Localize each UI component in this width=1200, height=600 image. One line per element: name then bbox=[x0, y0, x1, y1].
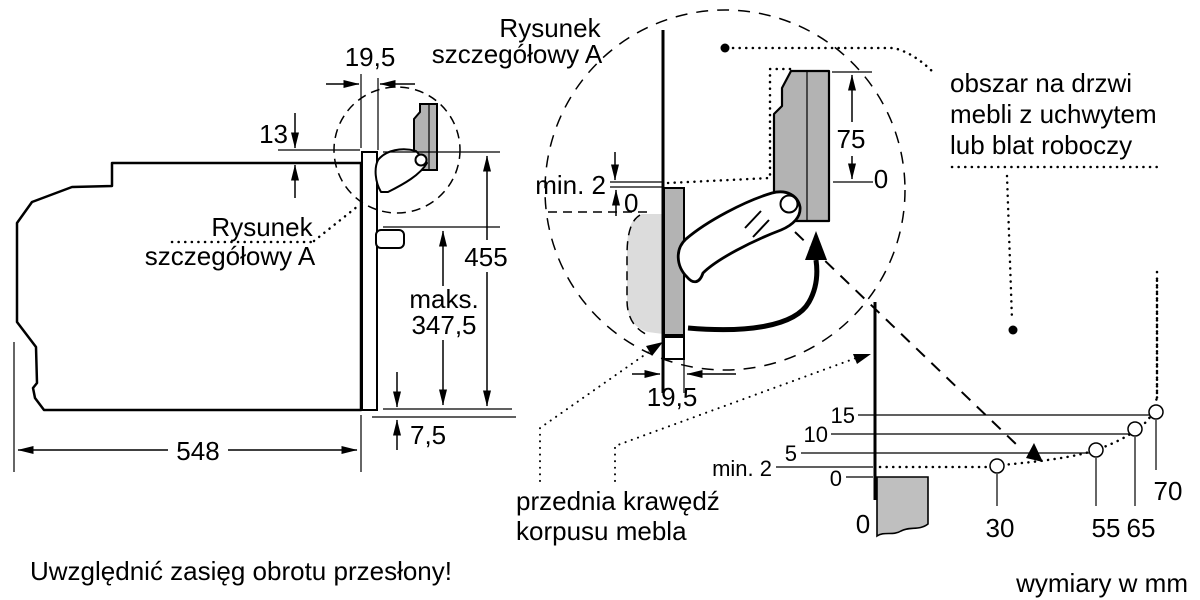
x-label-0: 0 bbox=[856, 509, 870, 539]
rotation-arrow-curve bbox=[687, 259, 820, 333]
clearance-graph: 15 10 5 min. 2 0 0 30 55 65 70 bbox=[712, 273, 1183, 543]
graph-grid-lines bbox=[776, 414, 1150, 478]
front-edge-note-line2: korpusu mebla bbox=[516, 516, 687, 546]
front-edge-leader-graph-arrow bbox=[853, 354, 871, 364]
door-swept-area bbox=[627, 214, 663, 334]
dim-label-455: 455 bbox=[464, 242, 507, 272]
dim-label-75: 75 bbox=[837, 124, 866, 154]
graph-x-labels: 0 30 55 65 70 bbox=[856, 476, 1183, 543]
y-label-15: 15 bbox=[831, 403, 855, 428]
detail-a-reference-label: Rysunek szczegółowy A bbox=[145, 204, 360, 271]
x-label-30: 30 bbox=[986, 513, 1015, 543]
area-note-line2: mebli z uchwytem bbox=[950, 99, 1157, 129]
point-70 bbox=[1148, 404, 1164, 420]
dim-label-7-5: 7,5 bbox=[410, 420, 446, 450]
dim-top-gap: min. 2 0 bbox=[535, 152, 662, 218]
x-label-70: 70 bbox=[1154, 476, 1183, 506]
graph-clearance-curve-dotted bbox=[878, 273, 1159, 469]
point-65 bbox=[1127, 421, 1143, 437]
point-55 bbox=[1088, 442, 1104, 458]
x-label-65: 65 bbox=[1127, 513, 1156, 543]
graph-point-leaders bbox=[996, 420, 1157, 506]
area-note: obszar na drzwi mebli z uchwytem lub bla… bbox=[950, 68, 1165, 400]
dim-front-thickness-19-5: 19,5 bbox=[632, 340, 736, 412]
detail-to-graph-dashed-leader bbox=[794, 231, 1019, 447]
detail-ref-line1: Rysunek bbox=[211, 212, 313, 242]
detail-title-line1: Rysunek bbox=[499, 13, 601, 43]
oven-latch bbox=[375, 229, 405, 249]
dim-bottom-clearance-7-5: 7,5 bbox=[372, 372, 516, 450]
detail-a-boundary-circle bbox=[544, 9, 906, 371]
mini-hinge-arm bbox=[374, 148, 428, 193]
graph-data-points bbox=[989, 404, 1164, 474]
dim-door-overlap-75: 75 0 bbox=[832, 71, 888, 194]
detail-a-view: Rysunek szczegółowy A min. 2 0 75 bbox=[432, 9, 1043, 462]
door-lower-section bbox=[663, 336, 685, 360]
dim-label-347-5: 347,5 bbox=[411, 310, 476, 340]
rotation-arrow-head bbox=[805, 231, 827, 260]
oven-body-outline bbox=[15, 161, 363, 412]
front-edge-note: przednia krawędź korpusu mebla bbox=[516, 342, 871, 546]
units-note: wymiary w mm bbox=[1015, 568, 1188, 598]
hinge-pivot bbox=[779, 194, 799, 214]
y-label-0: 0 bbox=[830, 466, 842, 491]
area-note-line3: lub blat roboczy bbox=[950, 130, 1132, 160]
furniture-door-dotted-outline bbox=[666, 67, 792, 185]
dim-front-overhang-19-5: 19,5 bbox=[326, 42, 415, 150]
dim-label-0-top: 0 bbox=[624, 188, 638, 218]
dim-label-19-5-detail: 19,5 bbox=[647, 382, 698, 412]
dim-body-depth-548: 548 bbox=[13, 342, 362, 472]
graph-y-labels: 15 10 5 min. 2 0 bbox=[712, 403, 855, 491]
dim-max-depth-347-5: maks. 347,5 bbox=[409, 230, 479, 406]
mini-hinge-pivot bbox=[414, 153, 428, 167]
dim-label-13: 13 bbox=[259, 119, 288, 149]
dim-label-19-5-left: 19,5 bbox=[345, 42, 396, 72]
dim-label-548: 548 bbox=[176, 436, 219, 466]
area-note-leader-dotted bbox=[731, 46, 936, 75]
y-label-min-2: min. 2 bbox=[712, 456, 772, 481]
area-note-line1: obszar na drzwi bbox=[950, 68, 1132, 98]
detail-ref-line2: szczegółowy A bbox=[145, 241, 316, 271]
open-door-panel bbox=[772, 69, 831, 223]
detail-title-line2: szczegółowy A bbox=[432, 39, 603, 69]
oven-side-view: 19,5 13 455 maks. 347,5 7,5 bbox=[13, 42, 516, 472]
door-open-position-outline bbox=[548, 211, 652, 337]
dim-top-offset-13: 13 bbox=[259, 113, 360, 198]
dim-niche-height-455: 455 bbox=[383, 151, 508, 407]
point-30 bbox=[989, 458, 1005, 474]
swing-range-note: Uwzględnić zasięg obrotu przesłony! bbox=[30, 556, 452, 586]
front-edge-leader-detail-arrow bbox=[646, 342, 663, 356]
area-note-anchor-dot bbox=[720, 43, 730, 53]
front-edge-note-line1: przednia krawędź bbox=[516, 486, 720, 516]
hinge-arm bbox=[676, 190, 802, 284]
arm-break-ticks bbox=[744, 210, 770, 238]
oven-front-frame bbox=[361, 151, 378, 411]
area-note-drop-dotted bbox=[1005, 174, 1014, 322]
dim-label-maks: maks. bbox=[409, 284, 478, 314]
dim-label-min-2: min. 2 bbox=[535, 170, 606, 200]
dim-label-0-right: 0 bbox=[874, 164, 888, 194]
area-note-end-dot bbox=[1008, 325, 1018, 335]
y-label-10: 10 bbox=[804, 422, 828, 447]
y-label-5: 5 bbox=[785, 441, 797, 466]
graph-furniture-panel bbox=[876, 476, 929, 538]
front-edge-leader-detail-dotted bbox=[539, 348, 654, 482]
x-label-55: 55 bbox=[1092, 513, 1121, 543]
